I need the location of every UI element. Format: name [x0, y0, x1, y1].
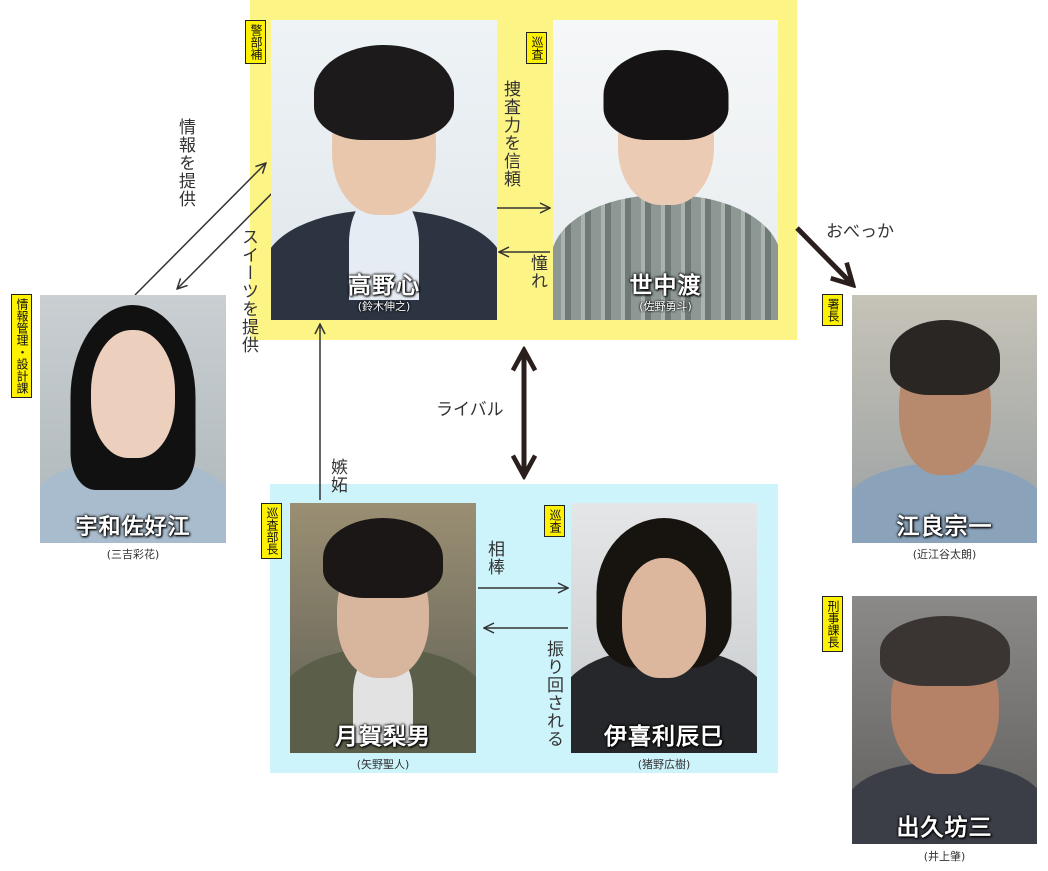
takano-photo: 高野心 (鈴木伸之)	[271, 20, 497, 320]
ikiri-photo: 伊喜利辰巳	[571, 503, 757, 753]
era-rank-badge: 署長	[822, 294, 843, 326]
arrow-info-to-takano	[134, 163, 266, 296]
ikiri-rank-badge: 巡査	[544, 505, 565, 537]
tsukiga-actor: (矢野聖人)	[356, 758, 410, 771]
label-admire: 憧れ	[527, 254, 548, 290]
tsukiga-rank-badge: 巡査部長	[261, 503, 282, 559]
label-rival: ライバル	[436, 400, 504, 420]
label-partner: 相棒	[484, 540, 505, 576]
dekubo-photo: 出久坊三	[852, 596, 1037, 844]
yonaka-name: 世中渡	[629, 273, 702, 299]
label-info-provide: 情報を提供	[175, 118, 196, 208]
uwa-actor: (三吉彩花)	[106, 548, 160, 561]
ikiri-name: 伊喜利辰巳	[604, 724, 724, 750]
tsukiga-photo: 月賀梨男	[290, 503, 476, 753]
label-suits-provide: スイーツを提供	[238, 228, 259, 354]
label-swayed: 振り回される	[543, 640, 564, 748]
uwa-rank-badge: 情報管理・設計課	[11, 294, 32, 398]
takano-actor: (鈴木伸之)	[357, 300, 411, 313]
era-name: 江良宗一	[896, 514, 993, 540]
dekubo-actor: (井上肇)	[923, 850, 966, 863]
yonaka-actor: (佐野勇斗)	[639, 300, 692, 313]
label-jealousy: 嫉妬	[327, 458, 348, 494]
uwa-photo: 宇和佐好江	[40, 295, 226, 543]
dekubo-name: 出久坊三	[896, 815, 993, 841]
tsukiga-name: 月賀梨男	[335, 724, 431, 750]
era-actor: (近江谷太朗)	[912, 548, 977, 561]
yonaka-photo: 世中渡 (佐野勇斗)	[553, 20, 778, 320]
label-trust: 捜査力を信頼	[500, 80, 521, 188]
yonaka-rank-badge: 巡査	[526, 32, 547, 64]
label-flattery: おべっか	[826, 222, 894, 242]
dekubo-rank-badge: 刑事課長	[822, 596, 843, 652]
era-photo: 江良宗一	[852, 295, 1037, 543]
takano-rank-badge: 警部補	[245, 20, 266, 64]
ikiri-actor: (猪野広樹)	[637, 758, 691, 771]
arrow-flattery	[795, 226, 853, 285]
takano-name: 高野心	[348, 273, 420, 299]
uwa-name: 宇和佐好江	[75, 515, 191, 540]
